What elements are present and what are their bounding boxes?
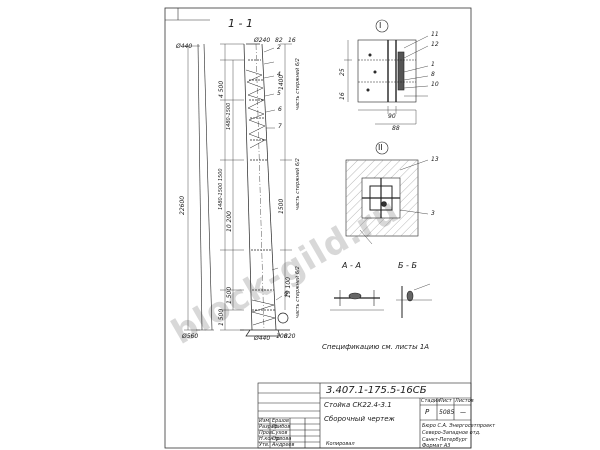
tb-name-0: Ершов	[272, 418, 289, 424]
stage-value: Р	[425, 408, 430, 416]
sheet-value: 5085	[439, 409, 455, 416]
tb-row-4: Утв.	[259, 442, 270, 448]
callout-2: 2	[277, 44, 281, 51]
stage-header: Стадия	[421, 398, 441, 404]
dim-seg3: 1480-1500 1500	[218, 168, 224, 210]
dimension-chain	[220, 43, 292, 331]
footer-copy: Копировал	[326, 441, 355, 447]
callout-4: 4	[277, 71, 281, 78]
dim-top-flag: 82	[275, 37, 283, 44]
tb-name-4: Андреев	[272, 442, 295, 448]
sheets-value: —	[460, 409, 466, 416]
spec-note: Спецификацию см. листы 1А	[322, 343, 430, 351]
callout-1: 1	[431, 61, 435, 68]
dim-d-mid: 1500	[278, 198, 285, 214]
pole-elevation	[240, 43, 290, 337]
node1-dim-c: 25	[339, 68, 346, 76]
tb-name-2: Сухов	[272, 430, 288, 436]
sheet-header: Лист	[439, 398, 452, 404]
sheet-frame	[164, 7, 472, 449]
dim-total: 22600	[179, 195, 186, 215]
sheet-title: Сборочный чертеж	[324, 415, 395, 423]
side-note-2: часть стержней 6/2	[295, 158, 301, 210]
node1-dim-a: 90	[388, 113, 396, 120]
callout-7: 7	[278, 123, 282, 130]
org-line-1: Бюро С.А. Энергосетпроект	[422, 423, 496, 429]
dim-seg2: 1480-1500	[226, 102, 232, 130]
callout-13: 13	[431, 156, 439, 163]
callout-12: 12	[431, 41, 439, 48]
dim-seg1: 4 500	[218, 80, 225, 98]
dim-small-1: 100	[276, 333, 288, 340]
section-1-1-label: 1 - 1	[228, 17, 253, 30]
callout-3: 3	[431, 210, 435, 217]
sheets-header: Листов	[455, 398, 474, 404]
node-2-label: II	[378, 143, 383, 152]
callout-leaders	[263, 47, 283, 301]
dim-top-flag2: 16	[288, 37, 296, 44]
tb-row-0: Изм.	[259, 418, 271, 424]
doc-code: 3.407.1-175.5-16СБ	[326, 385, 427, 396]
section-b-b	[396, 283, 432, 318]
node1-dim-b: 88	[392, 125, 400, 132]
callout-6: 6	[278, 106, 282, 113]
node-2-detail	[345, 141, 429, 245]
part-name: Стойка СК22.4-3.1	[324, 401, 392, 409]
node1-dim-d: 16	[339, 92, 346, 100]
callout-11: 11	[431, 31, 439, 38]
dim-bottom-width: Ø440	[254, 335, 271, 342]
callout-9: 9	[284, 291, 288, 298]
org-line-2: Северо-Западное отд.	[422, 430, 481, 436]
tb-row-1: Разраб.	[259, 424, 279, 430]
dim-seg4: 10 200	[226, 211, 233, 232]
dim-small-2: 820	[284, 333, 296, 340]
title-block	[257, 382, 472, 449]
node-1-detail	[344, 19, 429, 125]
section-a-a-label: А - А	[342, 261, 361, 270]
tb-row-2: Пров.	[259, 430, 274, 436]
tb-row-3: Н.контр.	[259, 436, 282, 442]
node-1-label: I	[379, 21, 382, 30]
callout-8: 8	[431, 71, 435, 78]
org-line-3: Санкт-Петербург	[422, 437, 468, 443]
callout-5: 5	[277, 90, 281, 97]
dim-top-width: Ø240	[254, 37, 271, 44]
section-a-a	[330, 290, 384, 311]
footer-format: Формат А3	[422, 443, 451, 449]
section-b-b-label: Б - Б	[398, 261, 417, 270]
side-note-1: часть стержней 6/2	[295, 58, 301, 110]
dim-left-flag: Ø440	[176, 43, 193, 50]
pole-overall	[184, 43, 214, 331]
dim-base-width: Ø560	[182, 333, 199, 340]
tb-name-3: Орлова	[272, 436, 292, 442]
tb-name-1: Грибов	[272, 424, 291, 430]
callout-10: 10	[431, 81, 439, 88]
